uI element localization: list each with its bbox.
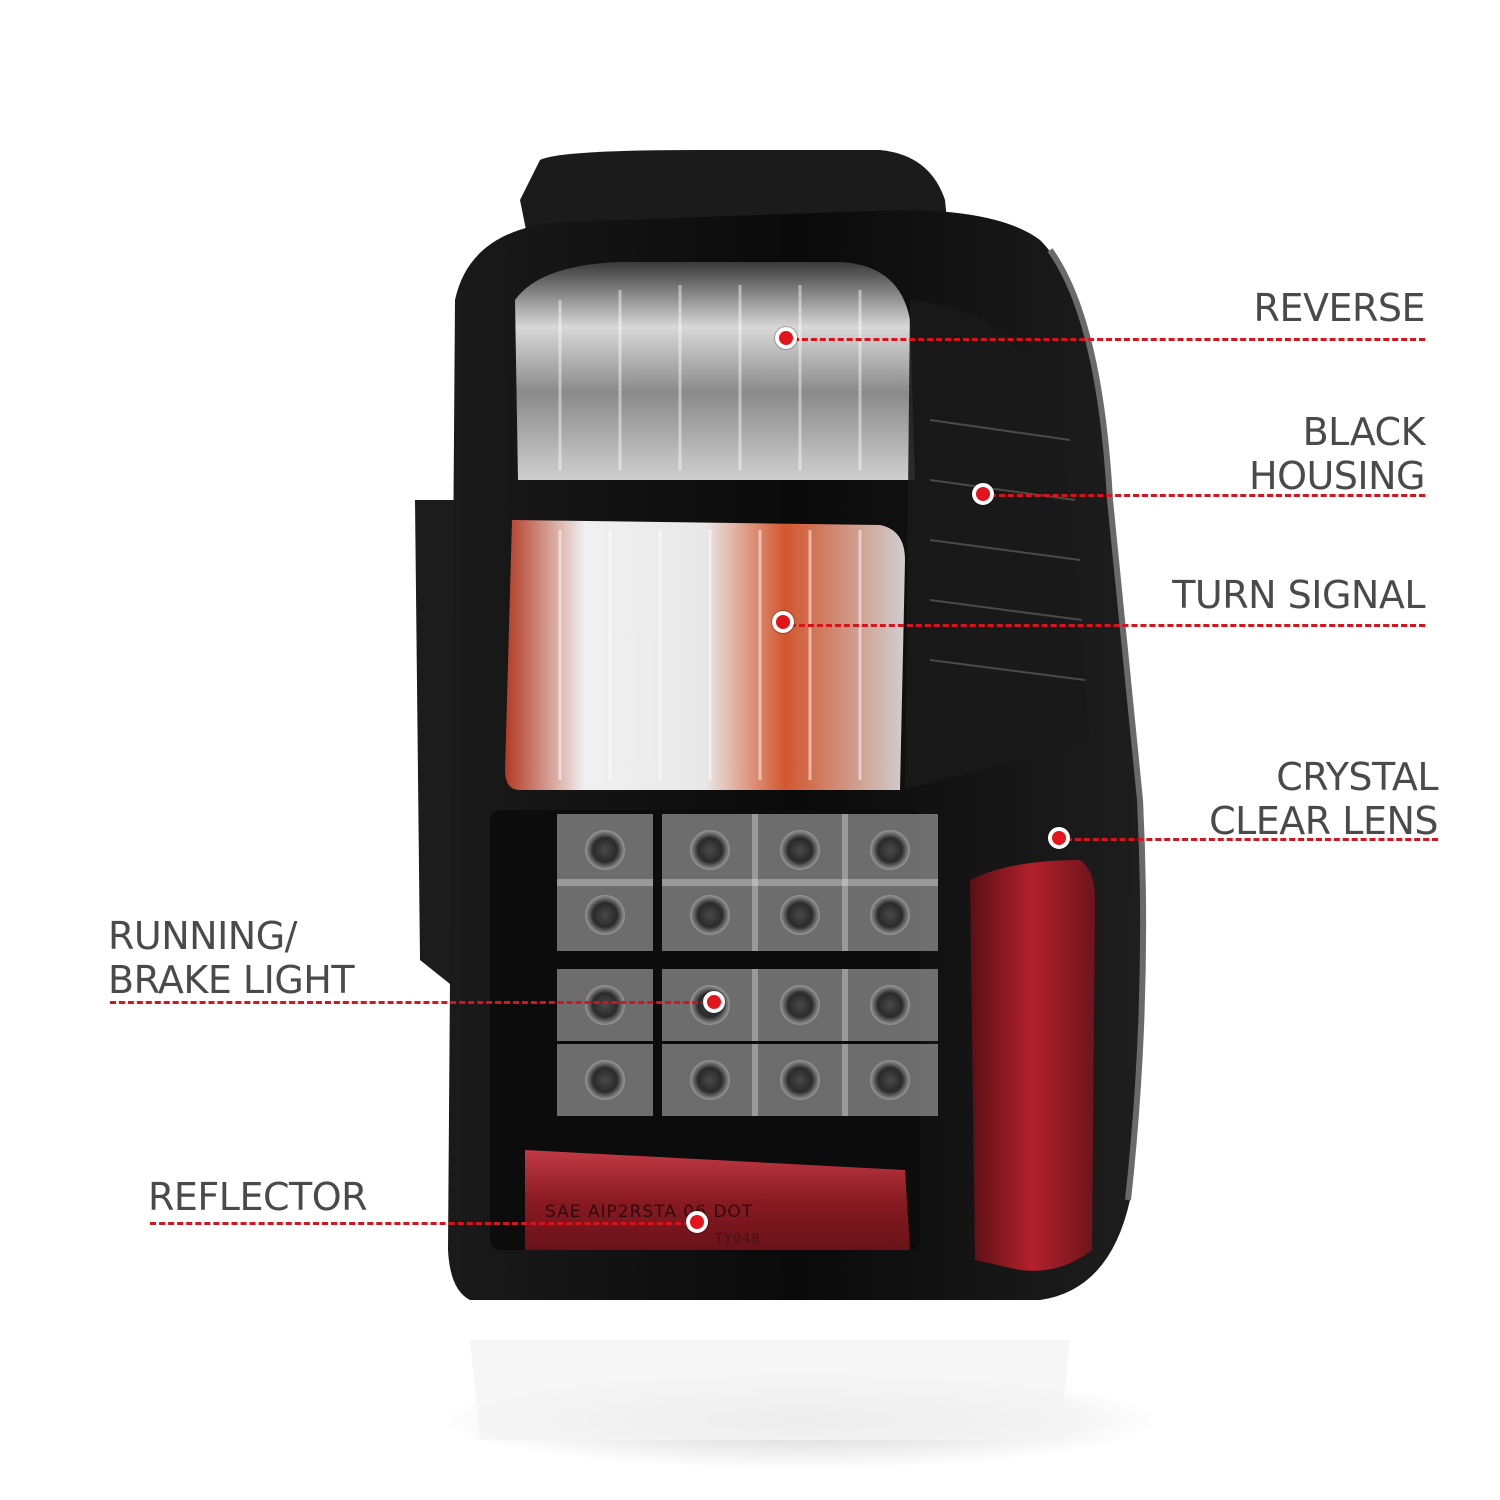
bottom-reflector xyxy=(525,1150,910,1250)
callout-reflector-label: REFLECTOR xyxy=(148,1175,368,1219)
led-diode xyxy=(780,985,820,1025)
callout-turn-signal-marker xyxy=(772,611,794,633)
led-diode xyxy=(780,895,820,935)
led-diode xyxy=(870,1060,910,1100)
led-diode xyxy=(870,830,910,870)
led-diode xyxy=(690,895,730,935)
callout-reverse-label: REVERSE xyxy=(1253,286,1426,330)
callout-turn-signal-line xyxy=(790,624,1425,627)
callout-black-housing-marker xyxy=(972,483,994,505)
callout-running-brake-light-line xyxy=(110,1001,707,1004)
callout-turn-signal-line-1: TURN SIGNAL xyxy=(1172,573,1425,617)
led-diode xyxy=(870,895,910,935)
led-diode xyxy=(585,985,625,1025)
led-diode xyxy=(780,1060,820,1100)
callout-crystal-clear-lens-line-1: CRYSTAL xyxy=(1276,755,1438,799)
side-reflector xyxy=(970,860,1095,1271)
led-diode xyxy=(690,1060,730,1100)
led-diode xyxy=(585,895,625,935)
callout-reverse-line-1: REVERSE xyxy=(1253,286,1426,330)
led-array xyxy=(557,814,938,1116)
led-diode xyxy=(585,830,625,870)
callout-black-housing-line-1: BLACK xyxy=(1302,410,1426,454)
callout-crystal-clear-lens-marker xyxy=(1048,827,1070,849)
callout-crystal-clear-lens-line xyxy=(1066,838,1438,841)
callout-crystal-clear-lens-line-2: CLEAR LENS xyxy=(1209,799,1438,843)
callout-reverse-line xyxy=(793,338,1425,341)
callout-black-housing-line-2: HOUSING xyxy=(1249,454,1426,498)
callout-black-housing-label: BLACK HOUSING xyxy=(1249,410,1426,498)
callout-black-housing-line xyxy=(990,494,1425,497)
callout-reverse-marker xyxy=(775,327,797,349)
lens-print-code: SAE AIP2RSTA 06 DOT xyxy=(545,1202,754,1222)
callout-running-brake-light-line-1: RUNNING/ xyxy=(108,914,297,958)
callout-running-brake-light-line-2: BRAKE LIGHT xyxy=(108,958,355,1002)
callout-crystal-clear-lens-label: CRYSTAL CLEAR LENS xyxy=(1209,755,1438,843)
led-diode xyxy=(870,985,910,1025)
turn-signal-lens xyxy=(505,520,905,790)
callout-running-brake-light-marker xyxy=(703,991,725,1013)
lens-print-code-2: TY048 xyxy=(715,1232,761,1247)
led-diode xyxy=(690,830,730,870)
reverse-lens xyxy=(515,262,915,480)
callout-turn-signal-label: TURN SIGNAL xyxy=(1172,573,1425,617)
callout-reflector-marker xyxy=(686,1211,708,1233)
led-diode xyxy=(780,830,820,870)
callout-reflector-line-1: REFLECTOR xyxy=(148,1175,368,1219)
led-diode xyxy=(585,1060,625,1100)
callout-running-brake-light-label: RUNNING/ BRAKE LIGHT xyxy=(108,914,355,1002)
callout-reflector-line xyxy=(150,1222,690,1225)
